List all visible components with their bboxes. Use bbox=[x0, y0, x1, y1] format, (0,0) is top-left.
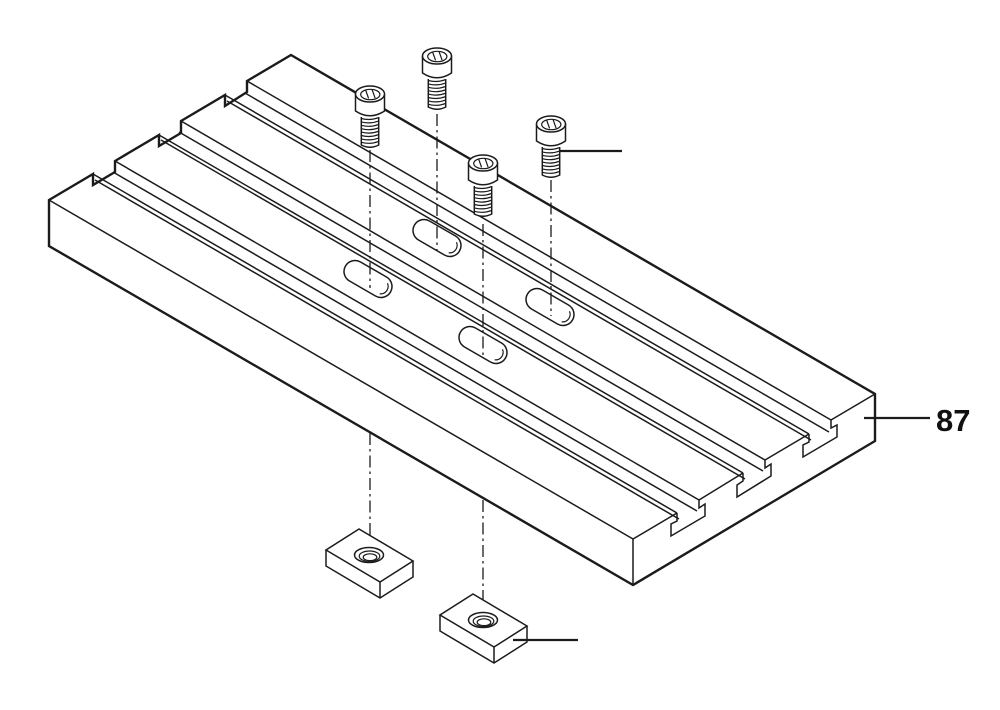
plate-end-face-edges bbox=[632, 393, 876, 540]
socket-head-screw-3 bbox=[467, 154, 499, 217]
socket-head-screw-1 bbox=[354, 85, 386, 148]
slot-nut-1 bbox=[325, 528, 414, 599]
slot-hole bbox=[339, 255, 397, 303]
socket-head-screw-4 bbox=[535, 115, 567, 178]
part-number-label: 87 bbox=[936, 403, 970, 438]
t-slot-end-notches bbox=[670, 420, 838, 538]
assembly-centerlines bbox=[369, 114, 552, 617]
slot-hole bbox=[521, 283, 579, 331]
socket-head-screw-2 bbox=[421, 47, 453, 110]
plate-groove-lines bbox=[48, 80, 832, 540]
plate-outline bbox=[47, 53, 877, 587]
t-slot-plate bbox=[47, 53, 877, 587]
callout-87: 87 bbox=[864, 403, 970, 438]
slot-nut-2 bbox=[439, 593, 528, 664]
